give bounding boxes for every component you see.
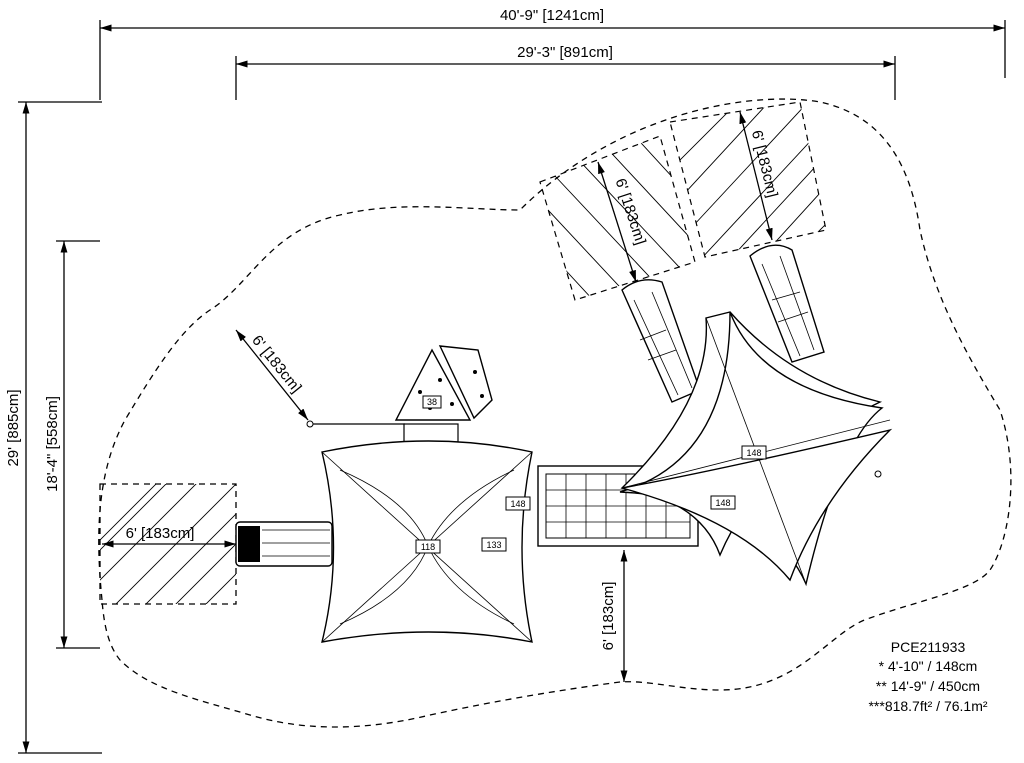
- component-148-left: 148: [510, 499, 525, 509]
- overall-width-dimension: 40'-9" [1241cm]: [99, 7, 1006, 100]
- info-block: PCE211933 * 4'-10" / 148cm ** 14'-9" / 4…: [868, 639, 987, 714]
- structure-width-dimension: 29'-3" [891cm]: [235, 44, 896, 100]
- length-spec: ** 14'-9" / 450cm: [876, 678, 980, 694]
- topleft-clearance-dimension: 6' [183cm]: [235, 329, 309, 421]
- left-canopy: 118 133 148: [321, 440, 533, 643]
- height-spec: * 4'-10" / 148cm: [879, 658, 978, 674]
- slide-1: [621, 279, 701, 403]
- slide1-clearance-dimension: 6' [183cm]: [597, 161, 649, 283]
- use-zone-boundary: [98, 98, 1012, 728]
- overall-depth-label: 29' [885cm]: [5, 389, 22, 466]
- slide-2: [749, 244, 825, 363]
- left-clearance-label: 6' [183cm]: [126, 525, 195, 542]
- component-118: 118: [421, 542, 435, 552]
- overall-width-label: 40'-9" [1241cm]: [500, 7, 604, 24]
- left-clearance-dimension: 6' [183cm]: [102, 525, 236, 548]
- overall-depth-dimension: 29' [885cm]: [5, 101, 102, 754]
- structure-width-label: 29'-3" [891cm]: [517, 44, 613, 61]
- topleft-clearance-label: 6' [183cm]: [248, 332, 304, 396]
- model-number: PCE211933: [891, 639, 966, 655]
- triangle-climber: 38: [306, 345, 493, 443]
- component-148-center: 148: [746, 448, 761, 458]
- slide2-clearance-zone: [669, 101, 827, 258]
- bottom-clearance-dimension: 6' [183cm]: [600, 550, 628, 682]
- component-38: 38: [427, 397, 437, 407]
- bottom-clearance-label: 6' [183cm]: [600, 582, 617, 651]
- tube-slide: [235, 521, 333, 567]
- slide2-clearance-dimension: 6' [183cm]: [739, 111, 781, 241]
- slide1-clearance-zone: [539, 135, 696, 301]
- component-148-bottom: 148: [715, 498, 730, 508]
- component-133: 133: [486, 540, 501, 550]
- left-clearance-zone: [99, 483, 237, 605]
- structure-depth-label: 18'-4" [558cm]: [44, 396, 61, 492]
- area-spec: ***818.7ft² / 76.1m²: [868, 698, 987, 714]
- structure-depth-dimension: 18'-4" [558cm]: [44, 240, 100, 649]
- right-canopy: 148 148: [619, 311, 893, 587]
